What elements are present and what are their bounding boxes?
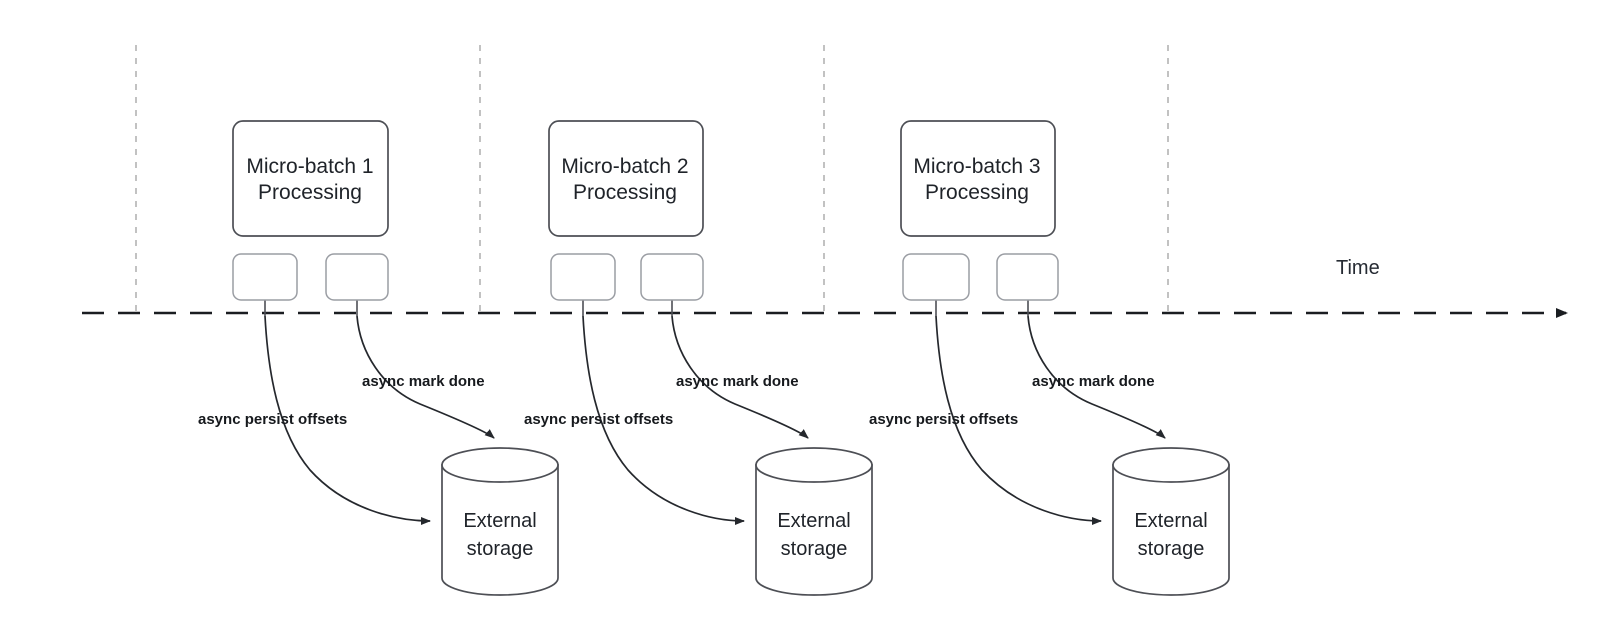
persist-arrow-3 <box>935 315 1102 525</box>
micro-batch-box-3[interactable] <box>900 120 1056 237</box>
task-box-2-right[interactable] <box>640 253 704 301</box>
micro-batch-label-3-line2: Processing <box>925 181 1029 204</box>
micro-batch-label-2-line2: Processing <box>573 181 677 204</box>
task-box-1-left[interactable] <box>232 253 298 301</box>
timeline-axis: Time <box>82 257 1568 318</box>
persist-arrow-2 <box>582 315 745 525</box>
persist-label-1: async persist offsets <box>198 411 347 428</box>
persist-label-3: async persist offsets <box>869 411 1018 428</box>
group-2: Micro-batch 2 Processing External storag… <box>524 120 873 596</box>
storage-label-3-line2: storage <box>1138 538 1205 560</box>
task-box-2-left[interactable] <box>550 253 616 301</box>
micro-batch-label-1-line2: Processing <box>258 181 362 204</box>
mark-done-arrow-3 <box>1027 315 1166 439</box>
mark-done-label-3: async mark done <box>1032 373 1155 390</box>
storage-label-3-line1: External <box>1134 510 1207 532</box>
task-box-3-right[interactable] <box>996 253 1059 301</box>
storage-label-1-line1: External <box>463 510 536 532</box>
micro-batch-box-1[interactable] <box>232 120 389 237</box>
mark-done-arrow-2 <box>671 315 809 439</box>
group-3: Micro-batch 3 Processing External storag… <box>869 120 1230 596</box>
task-box-1-right[interactable] <box>325 253 389 301</box>
micro-batch-label-3-line1: Micro-batch 3 <box>913 155 1040 178</box>
timeline-label: Time <box>1336 257 1380 279</box>
external-storage-cylinder-2[interactable]: External storage <box>755 447 873 596</box>
storage-label-1-line2: storage <box>467 538 534 560</box>
mark-done-label-2: async mark done <box>676 373 799 390</box>
storage-label-2-line2: storage <box>781 538 848 560</box>
micro-batch-label-2-line1: Micro-batch 2 <box>561 155 688 178</box>
group-1: Micro-batch 1 Processing External storag… <box>198 120 559 596</box>
persist-label-2: async persist offsets <box>524 411 673 428</box>
external-storage-cylinder-3[interactable]: External storage <box>1112 447 1230 596</box>
mark-done-label-1: async mark done <box>362 373 485 390</box>
storage-label-2-line1: External <box>777 510 850 532</box>
micro-batch-label-1-line1: Micro-batch 1 <box>246 155 373 178</box>
task-box-3-left[interactable] <box>902 253 970 301</box>
persist-arrow-1 <box>264 315 431 525</box>
mark-done-arrow-1 <box>356 315 495 439</box>
external-storage-cylinder-1[interactable]: External storage <box>441 447 559 596</box>
micro-batch-box-2[interactable] <box>548 120 704 237</box>
